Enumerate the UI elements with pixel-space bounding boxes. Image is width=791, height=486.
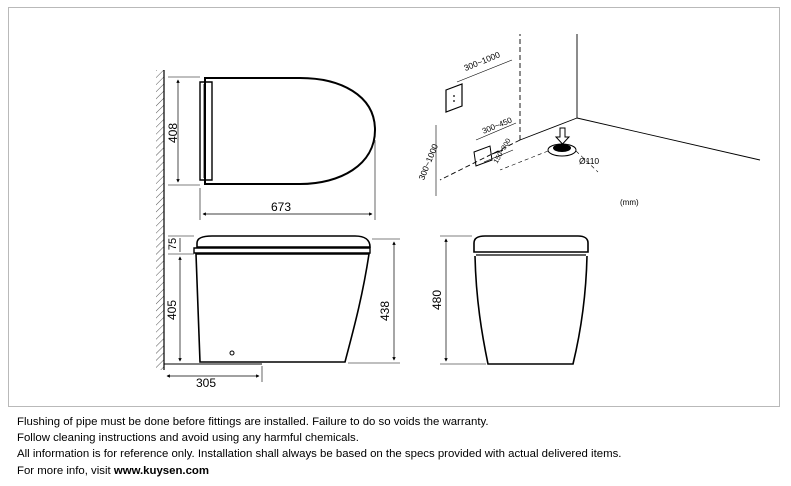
unit-label: (mm) bbox=[620, 198, 639, 207]
toilet-front-outline bbox=[474, 255, 588, 365]
note-line: For more info, visit www.kuysen.com bbox=[17, 463, 777, 479]
toilet-side-outline bbox=[195, 253, 370, 363]
dim-408: 408 bbox=[166, 123, 180, 143]
note-line: Flushing of pipe must be done before fit… bbox=[17, 416, 489, 428]
toilet-top-outline bbox=[204, 77, 377, 185]
dim-480: 480 bbox=[430, 290, 444, 310]
note-prefix: For more info, visit bbox=[17, 464, 114, 477]
dim-range-300-450: 300~450 bbox=[481, 115, 514, 135]
wall-hatch bbox=[156, 70, 164, 370]
website-link[interactable]: www.kuysen.com bbox=[113, 464, 210, 477]
technical-drawing: 408 673 75 405 438 305 bbox=[156, 34, 761, 390]
dim-405: 405 bbox=[165, 300, 179, 320]
dim-wall-range-left: 300~1000 bbox=[416, 142, 440, 181]
note-line: Follow cleaning instructions and avoid u… bbox=[17, 432, 359, 445]
note-line: All information is for reference only. I… bbox=[17, 448, 622, 461]
top-view: 408 673 bbox=[156, 70, 377, 370]
dim-305: 305 bbox=[196, 376, 216, 390]
dim-673: 673 bbox=[271, 200, 291, 214]
installation-view: 300~1000 300~1000 300~450 150~300 Ø110 (… bbox=[416, 34, 761, 207]
dim-pipe-diameter: Ø110 bbox=[579, 156, 599, 166]
side-view: 75 405 438 305 bbox=[164, 235, 400, 390]
drawing-frame bbox=[8, 7, 780, 407]
dim-438: 438 bbox=[378, 301, 392, 321]
installation-notes: Flushing of pipe must be done before fit… bbox=[17, 414, 777, 479]
front-view: 480 bbox=[430, 235, 589, 365]
dim-wall-range-top: 300~1000 bbox=[462, 49, 501, 73]
dim-75: 75 bbox=[167, 238, 179, 250]
